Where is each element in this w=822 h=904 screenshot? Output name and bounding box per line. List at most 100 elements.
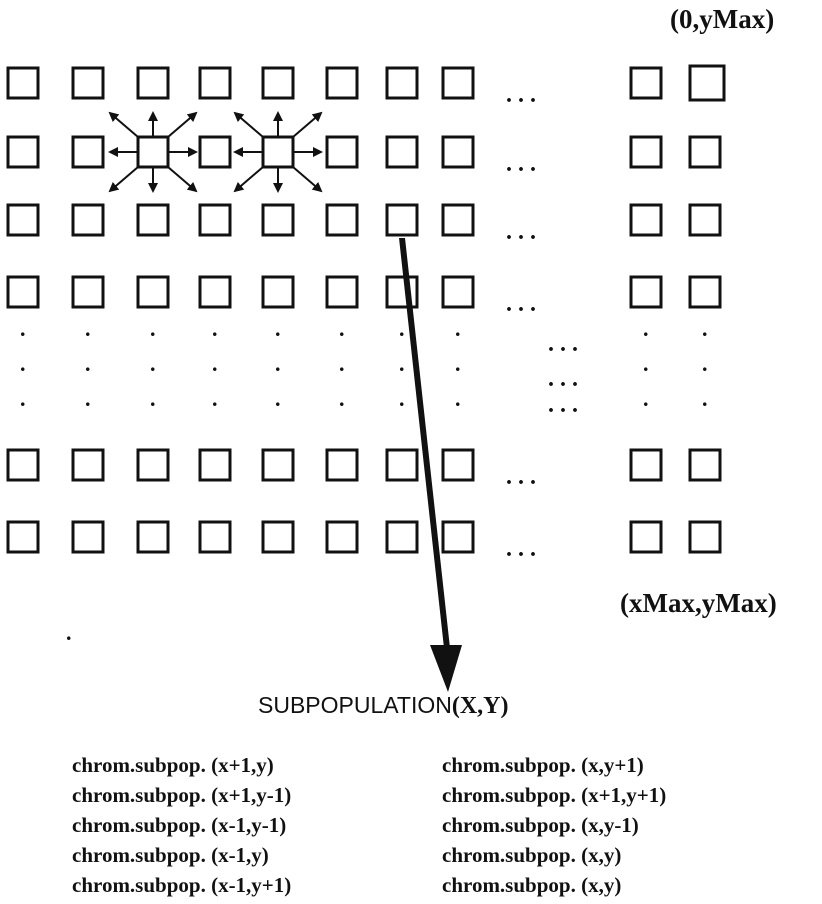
subpop-cell	[688, 135, 722, 169]
migration-arrow	[108, 111, 139, 138]
subpop-cell	[325, 275, 359, 309]
subpop-cell	[325, 135, 359, 169]
column-dot: .	[643, 316, 649, 341]
subpopulation-title-args: (X,Y)	[452, 693, 509, 719]
vertical-dots: ...............................	[20, 316, 708, 645]
migration-list-item: chrom.subpop. (x-1,y)	[72, 843, 269, 867]
subpop-cell	[385, 275, 419, 309]
migration-list-item: chrom.subpop. (x,y)	[442, 843, 621, 867]
zoom-arrow-head	[430, 645, 462, 692]
subpop-cell	[136, 135, 170, 169]
gap-ellipsis: . . .	[548, 366, 578, 392]
subpop-cell	[688, 520, 722, 554]
subpop-cell	[198, 448, 232, 482]
subpop-cell	[136, 203, 170, 237]
subpop-cell	[6, 275, 40, 309]
subpop-cell	[629, 203, 663, 237]
subpop-cell	[325, 448, 359, 482]
row-ellipsis: . . .	[506, 464, 536, 490]
subpop-cell	[71, 66, 105, 100]
bottom-right-corner-label: (xMax,yMax)	[620, 588, 777, 618]
subpop-cell	[688, 448, 722, 482]
subpop-cell	[136, 520, 170, 554]
migration-arrow	[233, 111, 264, 138]
column-dot: .	[643, 386, 649, 411]
subpop-cell	[71, 520, 105, 554]
subpopulation-cells	[6, 64, 726, 554]
subpop-cell	[629, 520, 663, 554]
column-dot: .	[455, 386, 461, 411]
migration-arrow	[167, 166, 198, 193]
row-ellipses: . . .. . .. . .. . .. . .. . .. . .. . .…	[506, 82, 578, 562]
column-dot: .	[212, 351, 218, 376]
column-dot: .	[20, 351, 26, 376]
migration-list-item: chrom.subpop. (x,y)	[442, 873, 621, 897]
subpop-cell	[441, 203, 475, 237]
migration-list-item: chrom.subpop. (x,y-1)	[442, 813, 639, 837]
migration-list-right: chrom.subpop. (x,y+1)chrom.subpop. (x+1,…	[442, 753, 666, 897]
subpop-cell	[198, 66, 232, 100]
migration-arrow	[292, 166, 323, 193]
column-dot: .	[20, 386, 26, 411]
row-ellipsis: . . .	[506, 536, 536, 562]
column-dot: .	[150, 316, 156, 341]
column-dot: .	[399, 386, 405, 411]
subpop-cell	[688, 203, 722, 237]
subpop-cell	[629, 135, 663, 169]
subpop-cell	[6, 135, 40, 169]
column-dot: .	[150, 351, 156, 376]
subpop-cell	[6, 448, 40, 482]
migration-list-item: chrom.subpop. (x-1,y-1)	[72, 813, 286, 837]
column-dot: .	[212, 386, 218, 411]
zoom-arrow-shaft	[399, 238, 450, 648]
subpop-cell	[441, 135, 475, 169]
migration-arrows	[108, 111, 323, 193]
subpop-cell	[385, 135, 419, 169]
subpop-cell	[6, 520, 40, 554]
column-dot: .	[20, 316, 26, 341]
subpop-cell	[441, 448, 475, 482]
subpop-cell	[385, 520, 419, 554]
column-dot: .	[455, 316, 461, 341]
subpop-cell	[688, 275, 722, 309]
migration-arrow	[292, 111, 323, 138]
migration-list-item: chrom.subpop. (x+1,y)	[72, 753, 274, 777]
subpop-cell	[261, 203, 295, 237]
column-dot: .	[399, 316, 405, 341]
column-dot: .	[85, 351, 91, 376]
column-dot: .	[702, 351, 708, 376]
column-dot: .	[702, 316, 708, 341]
column-dot: .	[85, 386, 91, 411]
subpop-cell	[261, 275, 295, 309]
migration-arrow	[167, 111, 198, 138]
column-dot: .	[339, 351, 345, 376]
subpop-cell	[198, 135, 232, 169]
gap-ellipsis: . . .	[548, 331, 578, 357]
column-dot: .	[399, 351, 405, 376]
subpopulation-title: SUBPOPULATION(X,Y)	[258, 692, 509, 719]
stray-dot: .	[66, 620, 72, 645]
column-dot: .	[150, 386, 156, 411]
subpop-cell	[629, 275, 663, 309]
subpop-cell	[136, 275, 170, 309]
subpop-cell	[385, 66, 419, 100]
subpop-cell	[198, 275, 232, 309]
column-dot: .	[275, 386, 281, 411]
subpop-cell	[198, 520, 232, 554]
row-ellipsis: . . .	[506, 151, 536, 177]
subpop-cell	[325, 66, 359, 100]
subpop-cell	[6, 66, 40, 100]
subpop-cell	[261, 448, 295, 482]
subpop-cell	[385, 203, 419, 237]
migration-arrow	[233, 166, 264, 193]
column-dot: .	[85, 316, 91, 341]
subpop-cell	[688, 64, 726, 102]
subpop-cell	[629, 66, 663, 100]
subpop-cell	[441, 66, 475, 100]
migration-list-left: chrom.subpop. (x+1,y) chrom.subpop. (x+1,…	[72, 753, 291, 897]
column-dot: .	[212, 316, 218, 341]
subpop-cell	[261, 520, 295, 554]
migration-list-item: chrom.subpop. (x+1,y-1)	[72, 783, 291, 807]
subpop-cell	[385, 448, 419, 482]
